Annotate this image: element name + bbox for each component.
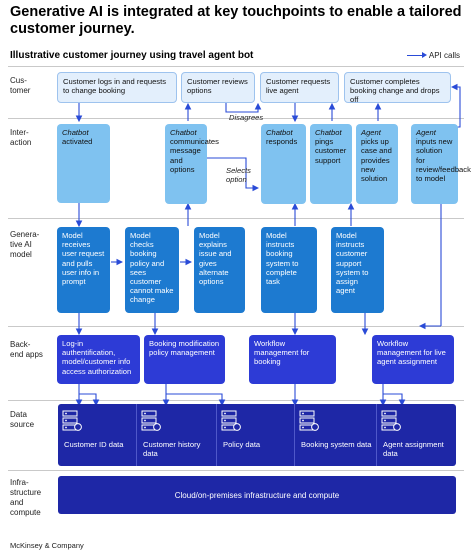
customer-step-login: Customer logs in and requests to change … [57, 72, 177, 103]
model-instructs-support: Model instructs customer support system … [331, 227, 384, 313]
action-text: responds [266, 137, 298, 147]
backend-booking-policy: Booking modification policy management [144, 335, 225, 384]
interaction-agent-inputs-solution: Agent inputs new solution for review/fee… [411, 124, 471, 204]
customer-step-request-agent: Customer requests live agent [260, 72, 339, 103]
divider [8, 66, 464, 67]
row-label-customer: Cus- tomer [10, 76, 31, 95]
data-source-booking-system: Booking system data [294, 404, 376, 466]
data-source-customer-id: Customer ID data [58, 404, 136, 466]
api-call-arrow-icon [406, 52, 427, 58]
database-icon [381, 410, 401, 431]
action-text: picks up case and provides new solution [361, 137, 392, 184]
data-label: Booking system data [301, 440, 372, 449]
action-text: pings customer support [315, 137, 347, 165]
divider [8, 400, 464, 401]
interaction-chatbot-activated: Chatbot activated [57, 124, 110, 203]
action-text: communicates message and options [170, 137, 219, 174]
action-text: inputs new solution for review/feedback … [416, 137, 471, 184]
data-label: Policy data [223, 440, 261, 449]
row-label-backend: Back- end apps [10, 340, 43, 359]
divider [8, 470, 464, 471]
divider [8, 218, 464, 219]
database-icon [299, 410, 319, 431]
data-source-policy: Policy data [216, 404, 294, 466]
actor-label: Chatbot [315, 128, 342, 137]
customer-step-review-options: Customer reviews options [181, 72, 255, 103]
divider [8, 326, 464, 327]
page-title: Generative AI is integrated at key touch… [10, 4, 462, 37]
database-icon [62, 410, 82, 431]
data-source-customer-history: Customer history data [136, 404, 216, 466]
interaction-chatbot-communicates: Chatbot communicates message and options [165, 124, 219, 204]
backend-agent-workflow: Workflow management for live agent assig… [372, 335, 454, 384]
row-label-interaction: Inter- action [10, 128, 32, 147]
data-source-panel: Customer ID data Customer history data P… [58, 404, 456, 466]
interaction-chatbot-responds: Chatbot responds [261, 124, 306, 204]
legend: API calls [406, 51, 460, 60]
row-label-data-source: Data source [10, 410, 35, 429]
model-receives-request: Model receives user request and pulls us… [57, 227, 110, 313]
data-label: Customer ID data [64, 440, 124, 449]
selects-option-note: Selects option [226, 166, 251, 184]
actor-label: Agent [416, 128, 436, 137]
diagram-subtitle: Illustrative customer journey using trav… [10, 50, 254, 61]
interaction-chatbot-pings-support: Chatbot pings customer support [310, 124, 352, 204]
customer-step-complete-booking: Customer completes booking change and dr… [344, 72, 451, 104]
actor-label: Chatbot [170, 128, 197, 137]
interaction-agent-picks-up: Agent picks up case and provides new sol… [356, 124, 398, 204]
actor-label: Chatbot [266, 128, 293, 137]
data-label: Customer history data [143, 440, 201, 459]
actor-label: Chatbot [62, 128, 89, 137]
backend-booking-workflow: Workflow management for booking [249, 335, 336, 384]
row-label-infrastructure: Infra- structure and compute [10, 478, 42, 517]
footer-credit: McKinsey & Company [10, 541, 84, 550]
model-instructs-booking: Model instructs booking system to comple… [261, 227, 317, 313]
database-icon [221, 410, 241, 431]
disagrees-note: Disagrees [229, 113, 264, 122]
divider [8, 118, 464, 119]
action-text: activated [62, 137, 93, 147]
backend-login-auth: Log-in authentification, model/customer … [57, 335, 140, 384]
data-label: Agent assignment data [383, 440, 444, 459]
model-explains-issue: Model explains issue and gives alternate… [194, 227, 245, 313]
database-icon [141, 410, 161, 431]
row-label-genai-model: Genera- tive AI model [10, 230, 40, 259]
infrastructure-bar: Cloud/on-premises infrastructure and com… [58, 476, 456, 514]
data-source-agent-assignment: Agent assignment data [376, 404, 456, 466]
model-checks-policy: Model checks booking policy and sees cus… [125, 227, 179, 313]
actor-label: Agent [361, 128, 381, 137]
legend-label: API calls [428, 51, 460, 60]
